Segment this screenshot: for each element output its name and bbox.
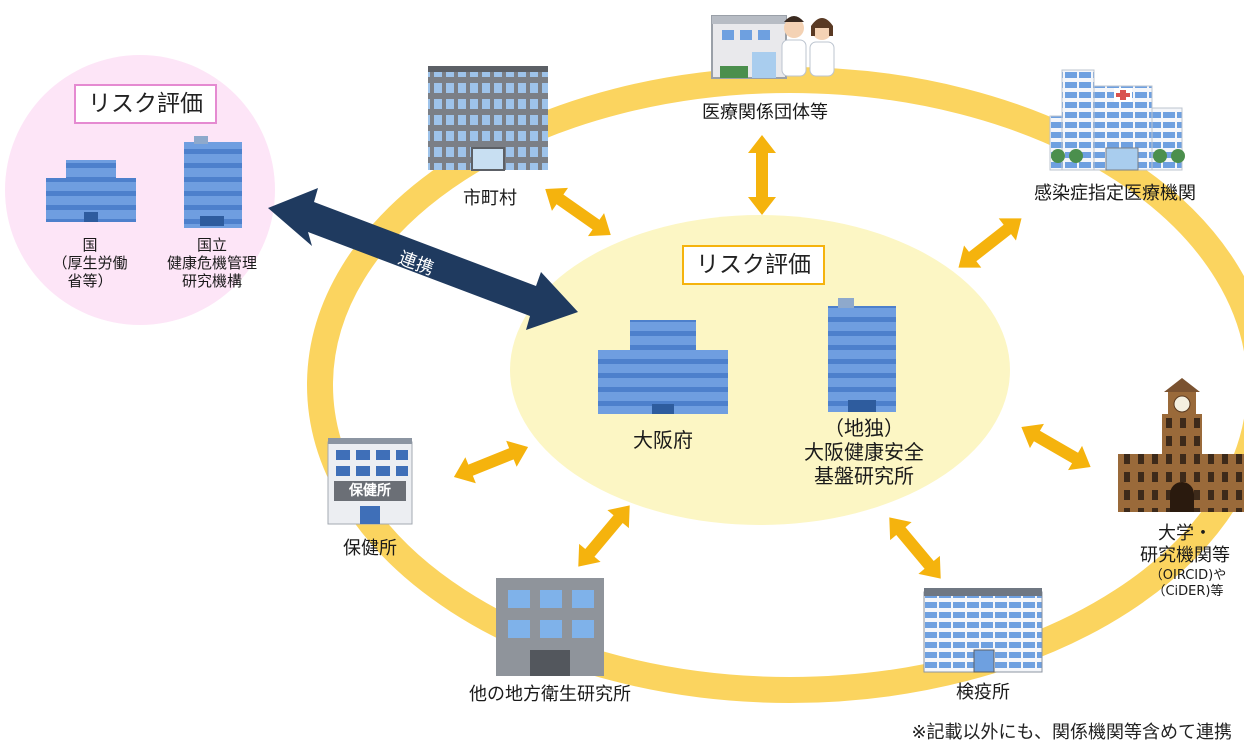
kuni-building-icon bbox=[46, 160, 136, 222]
municipality-building-icon bbox=[428, 66, 548, 171]
link-arrow bbox=[268, 188, 578, 330]
center-risk-title: リスク評価 bbox=[682, 245, 825, 285]
kuni-label: 国 （厚生労働 省等） bbox=[40, 236, 140, 290]
university-note-line: （CiDER)等 bbox=[1152, 584, 1224, 599]
other-labs-building-icon bbox=[496, 578, 604, 676]
university-label-line: 大学・ bbox=[1158, 523, 1212, 544]
quarantine-building-icon bbox=[923, 588, 1043, 673]
doctors-icon bbox=[781, 16, 835, 77]
left-risk-title: リスク評価 bbox=[74, 84, 217, 124]
niid-label-line: 健康危機管理 bbox=[166, 254, 257, 272]
arrow-municipality bbox=[545, 187, 611, 237]
university-note: （OIRCID)や （CiDER)等 bbox=[1136, 568, 1240, 600]
institute-label-line: （地独） bbox=[824, 416, 904, 440]
university-label-line: 研究機関等 bbox=[1140, 545, 1230, 566]
niid-building-icon bbox=[184, 136, 242, 228]
arrow-other-labs bbox=[578, 505, 630, 567]
medical-org-label: 医療関係団体等 bbox=[702, 102, 828, 123]
university-building-icon bbox=[1118, 378, 1244, 512]
medical-org-building-icon bbox=[711, 15, 787, 79]
university-label: 大学・ 研究機関等 bbox=[1130, 523, 1240, 567]
university-note-line: （OIRCID)や bbox=[1149, 568, 1227, 583]
niid-label-line: 国立 bbox=[196, 236, 227, 254]
institute-label-line: 基盤研究所 bbox=[814, 464, 914, 488]
institute-building-icon bbox=[828, 298, 896, 412]
other-labs-label: 他の地方衛生研究所 bbox=[469, 684, 631, 705]
network-ring bbox=[307, 67, 1244, 703]
arrow-medical-org bbox=[748, 135, 776, 215]
arrow-quarantine bbox=[889, 517, 941, 579]
kuni-label-line: 省等） bbox=[67, 272, 113, 290]
footnote: ※記載以外にも、関係機関等含めて連携 bbox=[911, 722, 1232, 743]
connection-arrows bbox=[453, 135, 1091, 579]
quarantine-label: 検疫所 bbox=[956, 682, 1010, 703]
kuni-label-line: （厚生労働 bbox=[52, 254, 128, 272]
kuni-label-line: 国 bbox=[82, 236, 98, 254]
arrow-infectious-hospital bbox=[958, 218, 1022, 268]
municipality-label: 市町村 bbox=[463, 188, 517, 209]
niid-label-line: 研究機構 bbox=[181, 272, 242, 290]
arrow-university bbox=[1021, 423, 1091, 471]
osaka-pref-label: 大阪府 bbox=[633, 428, 693, 452]
health-center-sign: 保健所 bbox=[349, 483, 391, 499]
osaka-pref-building-icon bbox=[598, 320, 728, 414]
health-center-label: 保健所 bbox=[343, 538, 397, 559]
institute-label-line: 大阪健康安全 bbox=[804, 440, 924, 464]
center-ellipse bbox=[510, 215, 1010, 525]
infectious-hospital-label: 感染症指定医療機関 bbox=[1034, 183, 1196, 204]
arrow-health-center bbox=[453, 440, 529, 484]
health-center-building-icon bbox=[327, 438, 413, 525]
niid-label: 国立 健康危機管理 研究機構 bbox=[154, 236, 270, 290]
institute-label: （地独） 大阪健康安全 基盤研究所 bbox=[782, 416, 946, 488]
hospital-building-icon bbox=[1049, 69, 1185, 171]
